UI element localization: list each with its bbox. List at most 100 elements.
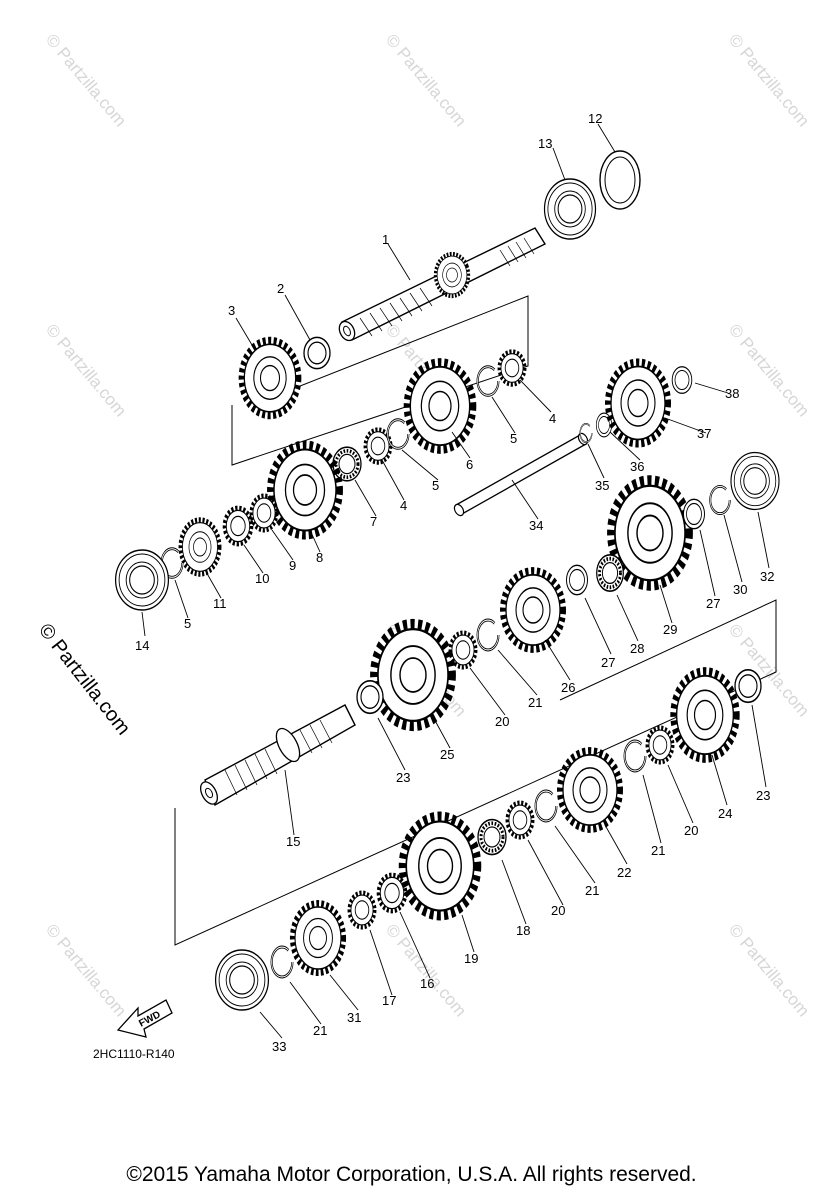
part-number-20: 20 — [684, 823, 698, 838]
gear-19 — [403, 817, 478, 916]
group-bracket-lower — [174, 599, 777, 946]
part-number-labels: 1 2 3 4 4 5 5 5 6 7 8 9 10 11 12 13 14 1… — [135, 111, 774, 1054]
washer-17 — [349, 893, 375, 928]
washer-10 — [225, 508, 252, 544]
shaft-34 — [453, 432, 589, 517]
part-number-35: 35 — [595, 478, 609, 493]
part-number-14: 14 — [135, 638, 149, 653]
watermark: © Partzilla.com — [725, 920, 813, 1020]
collar-23b — [734, 668, 762, 704]
bearing-14 — [114, 549, 170, 611]
leader-lines — [141, 123, 770, 1039]
oil-seal-12 — [599, 150, 641, 210]
part-number-5: 5 — [510, 431, 517, 446]
part-number-31: 31 — [347, 1010, 361, 1025]
side-watermark: © Partzilla.com — [34, 620, 134, 740]
part-number-8: 8 — [316, 550, 323, 565]
part-number-36: 36 — [630, 459, 644, 474]
gear-24 — [674, 672, 737, 759]
part-number-23: 23 — [396, 770, 410, 785]
circlip-21d — [270, 945, 294, 979]
bearing-32 — [730, 451, 780, 511]
part-number-21: 21 — [528, 695, 542, 710]
needle-18 — [476, 817, 508, 857]
part-number-4: 4 — [549, 411, 556, 426]
watermark: © Partzilla.com — [382, 30, 470, 130]
part-number-22: 22 — [617, 865, 631, 880]
drawing-code: 2HC1110-R140 — [93, 1047, 175, 1061]
part-number-25: 25 — [440, 747, 454, 762]
part-number-28: 28 — [630, 641, 644, 656]
part-number-4: 4 — [400, 498, 407, 513]
part-number-2: 2 — [277, 281, 284, 296]
part-number-37: 37 — [697, 426, 711, 441]
gear-26 — [503, 571, 563, 649]
part-number-27: 27 — [601, 655, 615, 670]
bearing-33 — [214, 949, 270, 1011]
fwd-label: FWD — [137, 1009, 162, 1029]
part-number-33: 33 — [272, 1039, 286, 1054]
part-number-3: 3 — [228, 303, 235, 318]
collar-2 — [303, 336, 331, 370]
part-number-20: 20 — [495, 714, 509, 729]
washer-9 — [251, 496, 277, 531]
part-number-24: 24 — [718, 806, 732, 821]
part-number-15: 15 — [286, 834, 300, 849]
group-bracket-upper — [231, 295, 529, 466]
washer-38 — [671, 366, 693, 394]
part-number-38: 38 — [725, 386, 739, 401]
part-number-9: 9 — [289, 558, 296, 573]
part-number-6: 6 — [466, 457, 473, 472]
watermark: © Partzilla.com — [725, 30, 813, 130]
washer-20c — [507, 803, 533, 838]
circlip-30 — [708, 484, 732, 516]
part-number-5: 5 — [432, 478, 439, 493]
washer-20b — [647, 728, 673, 763]
part-number-11: 11 — [213, 596, 227, 611]
part-number-21: 21 — [313, 1023, 327, 1038]
washer-27b — [565, 564, 589, 596]
gear-37 — [608, 363, 668, 444]
gear-22 — [560, 751, 620, 829]
circlip-21b — [623, 739, 647, 773]
watermark: © Partzilla.com — [725, 320, 813, 420]
washer-4a — [499, 352, 525, 385]
gear-25 — [374, 624, 452, 726]
gear-8 — [271, 445, 340, 535]
drive-axle-15 — [199, 704, 356, 807]
part-number-23: 23 — [756, 788, 770, 803]
bearing-13 — [543, 178, 597, 240]
part-number-10: 10 — [255, 571, 269, 586]
part-number-5: 5 — [184, 616, 191, 631]
gear-6 — [407, 363, 473, 450]
part-number-17: 17 — [382, 993, 396, 1008]
part-number-29: 29 — [663, 622, 677, 637]
washer-27a — [682, 498, 706, 530]
main-axle — [338, 227, 547, 342]
part-number-19: 19 — [464, 951, 478, 966]
circlip-5b — [386, 418, 410, 450]
watermark: © Partzilla.com — [42, 920, 130, 1020]
part-number-7: 7 — [370, 514, 377, 529]
needle-28 — [594, 552, 626, 594]
needle-7 — [331, 445, 363, 483]
copyright-notice: ©2015 Yamaha Motor Corporation, U.S.A. A… — [126, 1163, 697, 1186]
circlip-21c — [534, 789, 558, 823]
collar-23a — [356, 679, 384, 715]
part-number-26: 26 — [561, 680, 575, 695]
part-number-21: 21 — [651, 843, 665, 858]
part-number-32: 32 — [760, 569, 774, 584]
watermark: © Partzilla.com — [42, 320, 130, 420]
part-number-27: 27 — [706, 596, 720, 611]
part-number-34: 34 — [529, 518, 543, 533]
part-number-20: 20 — [551, 903, 565, 918]
part-number-21: 21 — [585, 883, 599, 898]
circlip-21a — [476, 618, 500, 652]
part-number-12: 12 — [588, 111, 602, 126]
part-number-1: 1 — [382, 232, 389, 247]
part-number-16: 16 — [420, 976, 434, 991]
gear-11 — [181, 520, 220, 574]
part-number-30: 30 — [733, 582, 747, 597]
washer-16 — [379, 875, 406, 911]
